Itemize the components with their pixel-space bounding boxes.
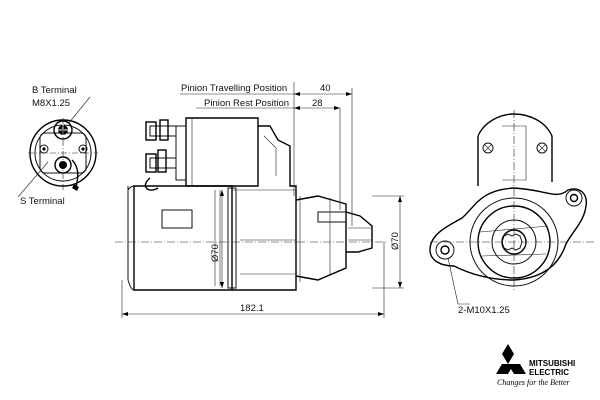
bolt-holes-label: 2-M10X1.25 <box>458 305 510 316</box>
nose-diameter-label: Ø70 <box>390 232 401 250</box>
terminal-end-view <box>28 118 98 192</box>
diameter-dimensions <box>220 190 404 289</box>
brand-tagline: Changes for the Better <box>497 378 571 387</box>
flange-end-view <box>429 110 596 305</box>
rest-dimension: 28 <box>312 98 323 109</box>
mitsubishi-logo <box>496 344 526 374</box>
body-diameter-label: Ø70 <box>210 244 221 262</box>
pinion-rest-label: Pinion Rest Position <box>204 98 289 109</box>
b-terminal-label: B Terminal <box>32 85 77 96</box>
b-thread-label: M8X1.25 <box>32 98 70 109</box>
pinion-travelling-label: Pinion Travelling Position <box>181 83 287 94</box>
travel-dimension: 40 <box>320 83 331 94</box>
side-profile-view <box>115 117 388 291</box>
brand-name-line2: ELECTRIC <box>529 368 569 377</box>
overall-length-dimension <box>121 242 385 318</box>
s-terminal-label: S Terminal <box>20 196 65 207</box>
overall-length-label: 182.1 <box>240 303 264 314</box>
brand-name-line1: MITSUBISHI <box>529 359 575 368</box>
pinion-position-dimensions <box>180 82 353 226</box>
